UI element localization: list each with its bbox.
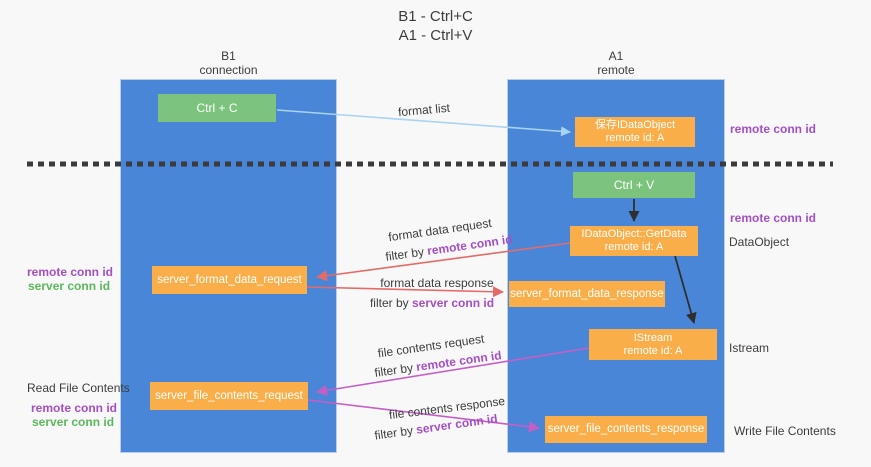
filter-by-server-conn-id-label-1: filter by server conn id — [369, 296, 495, 310]
server-format-data-response-label: server_format_data_response — [510, 287, 664, 300]
left-server-conn-id-1: server conn id — [28, 279, 111, 293]
lane-a1-role: remote — [597, 63, 635, 77]
lane-a1-name: A1 — [608, 49, 624, 63]
left-server-conn-id-2: server conn id — [32, 415, 115, 429]
read-file-contents-label: Read File Contents — [27, 381, 130, 395]
server-file-contents-response-label: server_file_contents_response — [547, 423, 705, 435]
istream-title: IStream — [633, 331, 673, 344]
right-remote-conn-id-mid: remote conn id — [730, 211, 817, 225]
title-line-b1: B1 - Ctrl+C — [398, 8, 473, 25]
title-line-a1: A1 - Ctrl+V — [398, 27, 473, 44]
server-format-data-response-box: server_format_data_response — [509, 281, 665, 307]
ctrl-v-box: Ctrl + V — [573, 172, 695, 198]
server-format-data-request-box: server_format_data_request — [152, 266, 307, 294]
lane-b1-role: connection — [199, 63, 258, 77]
save-idataobject-remote-id: remote id: A — [605, 132, 665, 144]
ctrl-c-label: Ctrl + C — [196, 101, 238, 115]
ctrl-c-box: Ctrl + C — [158, 94, 276, 122]
server-format-data-request-label: server_format_data_request — [157, 273, 302, 286]
server-file-contents-response-box: server_file_contents_response — [545, 416, 707, 443]
idataobject-getdata-remote-id: remote id: A — [604, 241, 664, 253]
left-remote-conn-id-1: remote conn id — [27, 265, 114, 279]
idataobject-getdata-box: IDataObject::GetData remote id: A — [570, 226, 698, 256]
write-file-contents-label: Write File Contents — [734, 424, 836, 438]
lane-header-b1: B1 connection — [120, 49, 337, 77]
server-file-contents-request-label: server_file_contents_request — [155, 389, 303, 402]
istream-remote-id: remote id: A — [623, 344, 683, 357]
istream-box: IStream remote id: A — [589, 329, 717, 360]
format-data-response-label: format data response — [380, 276, 494, 290]
save-idataobject-box: 保存IDataObject remote id: A — [575, 117, 695, 147]
lane-b1-name: B1 — [221, 49, 236, 63]
istream-side-label: Istream — [729, 341, 770, 355]
server-file-contents-request-box: server_file_contents_request — [150, 382, 308, 410]
format-list-label: format list — [397, 100, 451, 120]
ctrl-v-label: Ctrl + V — [613, 178, 655, 192]
dataobject-label: DataObject — [729, 235, 790, 249]
lane-header-a1: A1 remote — [507, 49, 725, 77]
save-idataobject-title: 保存IDataObject — [594, 119, 676, 131]
idataobject-getdata-title: IDataObject::GetData — [581, 228, 687, 240]
diagram-title: B1 - Ctrl+C A1 - Ctrl+V — [0, 7, 871, 45]
right-remote-conn-id-top: remote conn id — [730, 122, 817, 136]
left-remote-conn-id-2: remote conn id — [31, 401, 118, 415]
